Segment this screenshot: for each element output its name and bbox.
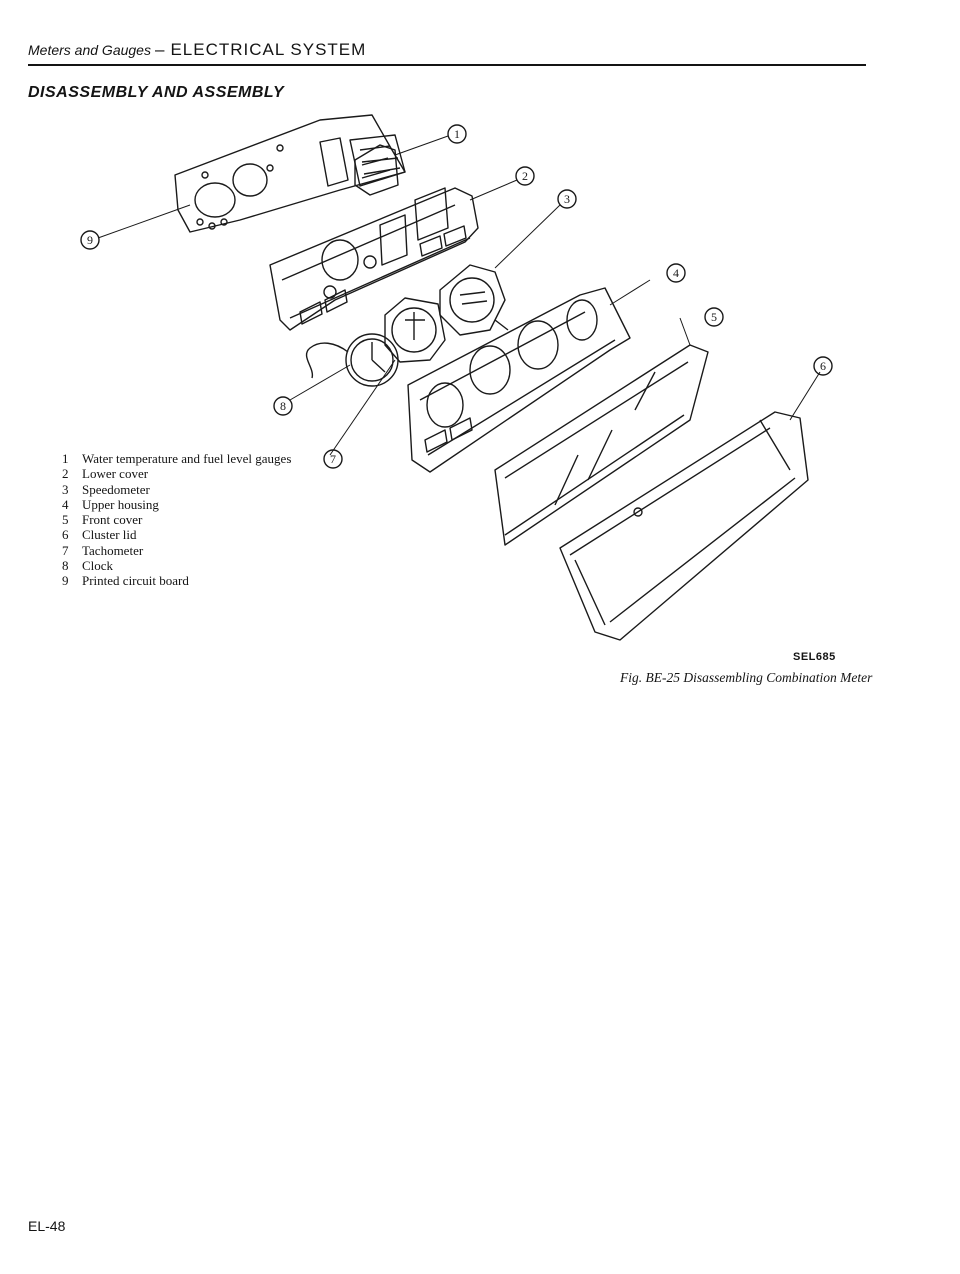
callout-3-label: 3 <box>564 192 570 206</box>
legend-item: 5 Front cover <box>62 512 292 527</box>
callout-8-label: 8 <box>280 399 286 413</box>
header-system: ELECTRICAL SYSTEM <box>170 40 367 59</box>
legend-text: Speedometer <box>82 481 150 497</box>
callout-1-label: 1 <box>454 127 460 141</box>
legend-number: 7 <box>62 542 69 558</box>
legend-item: 3 Speedometer <box>62 482 292 497</box>
legend-item: 4 Upper housing <box>62 497 292 512</box>
legend-text: Cluster lid <box>82 527 137 543</box>
upper-housing-drawing <box>407 287 631 473</box>
leader-lines <box>97 135 821 456</box>
legend-text: Upper housing <box>82 496 159 512</box>
callout-numbers: 1 2 3 4 5 6 7 8 9 <box>80 124 833 469</box>
parts-legend: 1 Water temperature and fuel level gauges… <box>62 451 292 589</box>
callout-9-label: 9 <box>87 233 93 247</box>
legend-number: 2 <box>62 466 69 482</box>
callout-3: 3 <box>557 189 577 209</box>
figure-code: SEL685 <box>793 651 836 663</box>
lower-cover-drawing <box>269 187 479 331</box>
callout-1: 1 <box>447 124 467 144</box>
legend-number: 9 <box>62 573 69 589</box>
callout-6: 6 <box>813 356 833 376</box>
legend-item: 6 Cluster lid <box>62 527 292 542</box>
tachometer-drawing <box>384 297 446 363</box>
legend-text: Printed circuit board <box>82 573 189 589</box>
legend-text: Front cover <box>82 512 143 528</box>
legend-item: 8 Clock <box>62 558 292 573</box>
clock-drawing <box>305 333 399 387</box>
callout-2: 2 <box>515 166 535 186</box>
callout-9: 9 <box>80 230 100 250</box>
printed-circuit-board-drawing <box>174 114 406 233</box>
legend-item: 2 Lower cover <box>62 466 292 481</box>
speedometer-drawing <box>439 264 509 336</box>
legend-number: 6 <box>62 527 69 543</box>
callout-8: 8 <box>273 396 293 416</box>
legend-item: 9 Printed circuit board <box>62 573 292 588</box>
legend-text: Lower cover <box>82 466 149 482</box>
header-rule <box>28 64 866 66</box>
legend-item: 7 Tachometer <box>62 543 292 558</box>
header-section: Meters and Gauges <box>28 42 151 58</box>
callout-6-label: 6 <box>820 359 826 373</box>
callout-4: 4 <box>666 263 686 283</box>
callout-5: 5 <box>704 307 724 327</box>
callout-2-label: 2 <box>522 169 528 183</box>
legend-number: 1 <box>62 451 69 466</box>
figure-caption: Fig. BE-25 Disassembling Combination Met… <box>620 670 873 685</box>
legend-item: 1 Water temperature and fuel level gauges <box>62 451 292 466</box>
callout-7: 7 <box>323 449 343 469</box>
header-dash: – <box>154 40 165 59</box>
callout-7-label: 7 <box>330 452 336 466</box>
legend-text: Clock <box>82 558 114 574</box>
legend-number: 3 <box>62 481 69 497</box>
legend-number: 8 <box>62 558 69 574</box>
callout-5-label: 5 <box>711 310 717 324</box>
cluster-lid-drawing <box>559 411 809 641</box>
front-cover-drawing <box>494 344 709 546</box>
legend-text: Tachometer <box>82 542 144 558</box>
legend-text: Water temperature and fuel level gauges <box>82 451 292 466</box>
section-title: DISASSEMBLY AND ASSEMBLY <box>28 84 285 101</box>
running-header: Meters and Gauges–ELECTRICAL SYSTEM <box>28 40 366 60</box>
page-number: EL-48 <box>28 1218 66 1234</box>
legend-number: 4 <box>62 496 69 512</box>
exploded-diagram: 1 2 3 4 5 6 7 8 9 <box>80 114 833 641</box>
gauges-drawing <box>354 144 399 196</box>
callout-4-label: 4 <box>673 266 679 280</box>
legend-number: 5 <box>62 512 69 528</box>
